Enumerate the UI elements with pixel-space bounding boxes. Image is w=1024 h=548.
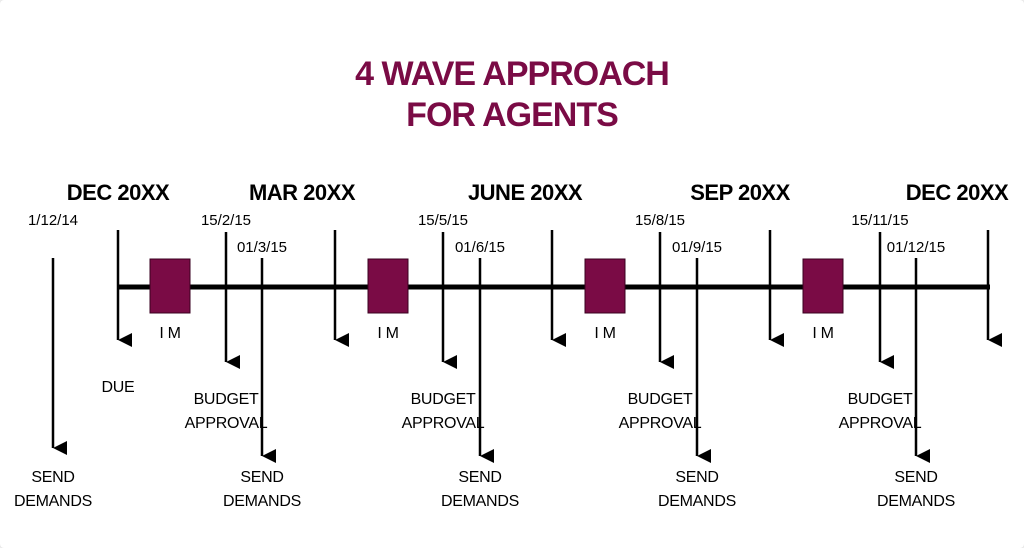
im-label: I M bbox=[812, 325, 833, 342]
im-box bbox=[367, 258, 409, 314]
demand-date-label: 01/9/15 bbox=[672, 239, 722, 256]
send-demands-label: SEND bbox=[458, 469, 501, 486]
im-label: I M bbox=[594, 325, 615, 342]
due-label: DUE bbox=[102, 379, 135, 396]
wave-2: 15/5/15 BUDGET APPROVAL 01/6/15 SEND DEM… bbox=[402, 212, 520, 510]
quarter-month-label: MAR 20XX bbox=[249, 180, 356, 205]
im-label: I M bbox=[377, 325, 398, 342]
title-line-2: FOR AGENTS bbox=[406, 96, 618, 134]
send-demands-label: DEMANDS bbox=[441, 493, 519, 510]
wave-4: 15/11/15 BUDGET APPROVAL 01/12/15 SEND D… bbox=[839, 212, 956, 510]
budget-approval-label: BUDGET bbox=[194, 391, 259, 408]
quarter-month-label: DEC 20XX bbox=[906, 180, 1009, 205]
budget-approval-label: BUDGET bbox=[411, 391, 476, 408]
quarter-month-label: SEP 20XX bbox=[690, 180, 790, 205]
quarter-month-label: JUNE 20XX bbox=[468, 180, 583, 205]
demand-date-label: 01/6/15 bbox=[455, 239, 505, 256]
budget-date-label: 15/8/15 bbox=[635, 212, 685, 229]
wave-1: 15/2/15 BUDGET APPROVAL 01/3/15 SEND DEM… bbox=[185, 212, 302, 510]
budget-date-label: 15/2/15 bbox=[201, 212, 251, 229]
wave-3: 15/8/15 BUDGET APPROVAL 01/9/15 SEND DEM… bbox=[619, 212, 737, 510]
im-box bbox=[149, 258, 191, 314]
start-date-label: 1/12/14 bbox=[28, 212, 78, 229]
send-demands-label: SEND bbox=[31, 469, 74, 486]
send-demands-label: DEMANDS bbox=[14, 493, 92, 510]
budget-approval-label: BUDGET bbox=[848, 391, 913, 408]
send-demands-label: SEND bbox=[240, 469, 283, 486]
budget-date-label: 15/11/15 bbox=[851, 212, 908, 229]
send-demands-label: SEND bbox=[894, 469, 937, 486]
demand-date-label: 01/12/15 bbox=[887, 239, 945, 256]
im-box bbox=[584, 258, 626, 314]
im-box bbox=[802, 258, 844, 314]
demand-date-label: 01/3/15 bbox=[237, 239, 287, 256]
budget-approval-label: BUDGET bbox=[628, 391, 693, 408]
budget-date-label: 15/5/15 bbox=[418, 212, 468, 229]
budget-approval-label: APPROVAL bbox=[619, 415, 702, 432]
send-demands-label: SEND bbox=[675, 469, 718, 486]
budget-approval-label: APPROVAL bbox=[185, 415, 268, 432]
quarter-month-label: DEC 20XX bbox=[67, 180, 170, 205]
budget-approval-label: APPROVAL bbox=[839, 415, 922, 432]
title-line-1: 4 WAVE APPROACH bbox=[355, 55, 669, 93]
send-demands-label: DEMANDS bbox=[223, 493, 301, 510]
im-label: I M bbox=[159, 325, 180, 342]
send-demands-label: DEMANDS bbox=[877, 493, 955, 510]
budget-approval-label: APPROVAL bbox=[402, 415, 485, 432]
send-demands-label: DEMANDS bbox=[658, 493, 736, 510]
